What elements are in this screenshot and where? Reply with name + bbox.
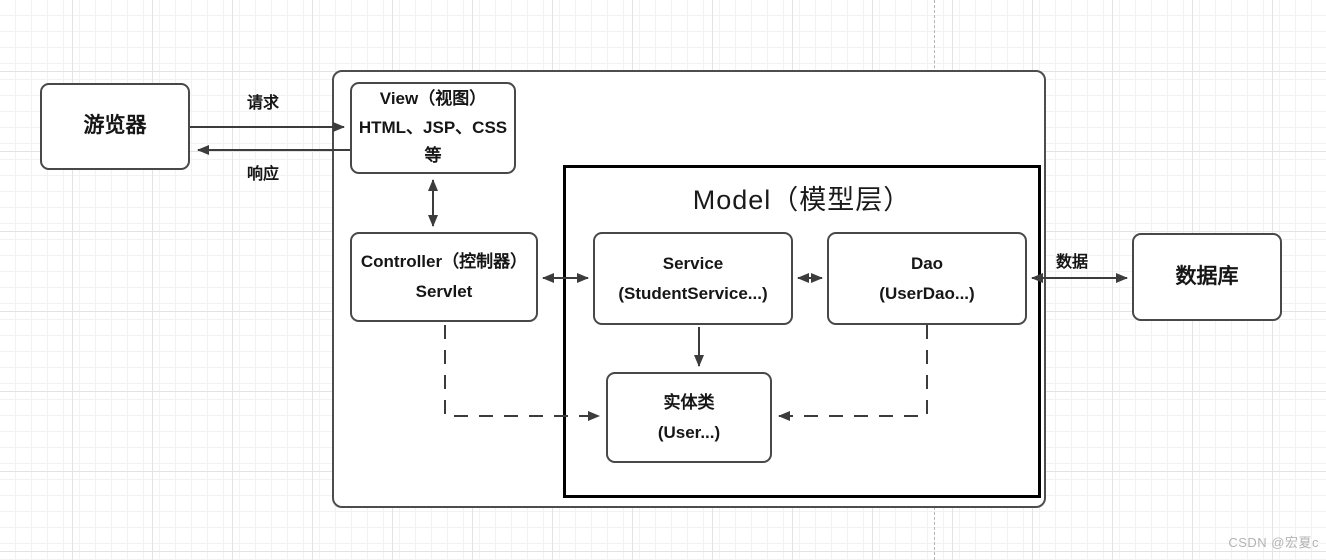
entity-label-line2: (User...) (657, 422, 721, 442)
response-label: 响应 (247, 166, 280, 183)
view-label-line2: HTML、JSP、CSS (358, 117, 508, 137)
database-node: 数据库 (1132, 233, 1282, 321)
view-label-line1: View（视图） (379, 88, 487, 108)
request-label: 请求 (247, 95, 280, 112)
database-label: 数据库 (1175, 264, 1239, 288)
data-label: 数据 (1056, 254, 1089, 271)
csdn-watermark: CSDN @宏夏c (1228, 535, 1319, 550)
entity-label-line1: 实体类 (663, 392, 715, 412)
browser-node: 游览器 (40, 83, 190, 170)
dao-node: Dao (UserDao...) (827, 232, 1027, 325)
view-node: View（视图） HTML、JSP、CSS 等 (350, 82, 516, 174)
model-layer-title: Model（模型层） (692, 185, 912, 215)
entity-node: 实体类 (User...) (606, 372, 772, 463)
dao-label-line2: (UserDao...) (879, 283, 975, 303)
controller-label-line2: Servlet (415, 282, 473, 301)
service-label-line1: Service (662, 253, 724, 273)
service-label-line2: (StudentService...) (618, 283, 768, 303)
controller-label-line1: Controller（控制器） (360, 252, 528, 272)
browser-label: 游览器 (83, 114, 147, 138)
view-label-line3: 等 (424, 146, 442, 166)
dao-label-line1: Dao (910, 253, 944, 273)
controller-node: Controller（控制器） Servlet (350, 232, 538, 322)
service-node: Service (StudentService...) (593, 232, 793, 325)
